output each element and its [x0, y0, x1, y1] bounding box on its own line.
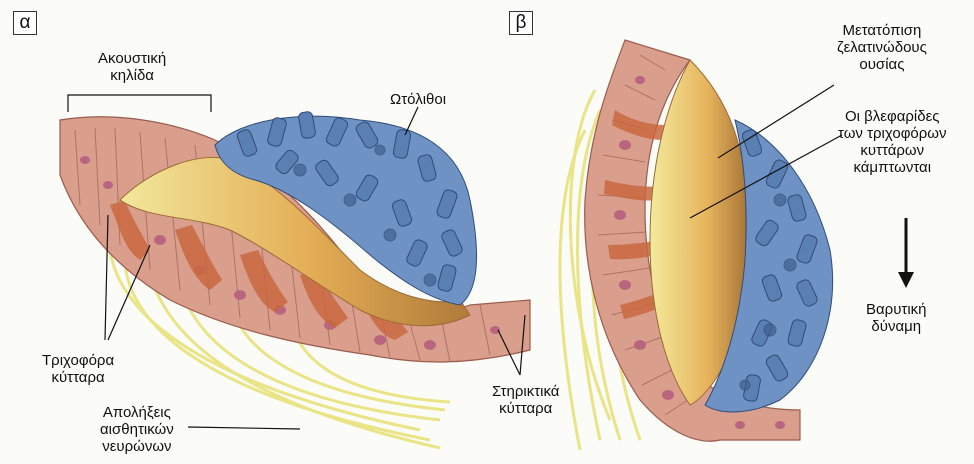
gel-shift-label: Μετατόπιση ζελατινώδους ουσίας [837, 22, 927, 73]
panel-a-label: α [13, 11, 37, 35]
supporting-cells-label: Στηρικτικά κύτταρα [492, 383, 559, 417]
gel-shift-label-line-3: ουσίας [837, 56, 927, 73]
nerve-leader [188, 427, 300, 429]
supporting-cells-label-line-1: Στηρικτικά [492, 383, 559, 400]
panel-a-illustration [60, 111, 530, 448]
gel-shift-label-line-1: Μετατόπιση [837, 22, 927, 39]
hair-cells-label: Τριχοφόρα κύτταρα [42, 352, 114, 386]
gravity-label-line-1: Βαρυτική [866, 301, 927, 318]
nerve-endings-label-line-1: Απολήξεις [100, 404, 174, 421]
cilia-bend-label-line-3: κυττάρων [838, 142, 947, 159]
gravity-label: Βαρυτική δύναμη [866, 301, 927, 335]
gravity-arrow [898, 218, 914, 288]
cilia-bend-label-line-4: κάμπτωνται [838, 159, 947, 176]
hair-cells-label-line-2: κύτταρα [42, 369, 114, 386]
cilia-bend-label-line-2: των τριχοφόρων [838, 125, 947, 142]
panel-b-label: β [509, 11, 533, 35]
panel-b-illustration [560, 40, 914, 450]
macula-label-line-1: Ακουστική [98, 50, 166, 67]
nerve-endings-label-line-3: νευρώνων [100, 438, 174, 455]
macula-label-line-2: κηλίδα [98, 67, 166, 84]
macula-label: Ακουστική κηλίδα [98, 50, 166, 84]
supporting-cells-label-line-2: κύτταρα [492, 400, 559, 417]
cilia-bend-label-line-1: Οι βλεφαρίδες [838, 108, 947, 125]
cilia-bend-label: Οι βλεφαρίδες των τριχοφόρων κυττάρων κά… [838, 108, 947, 176]
otoliths-label-text: Ωτόλιθοι [390, 91, 446, 108]
gravity-label-line-2: δύναμη [866, 318, 927, 335]
macula-bracket [68, 95, 211, 112]
hair-cells-label-line-1: Τριχοφόρα [42, 352, 114, 369]
gel-shift-label-line-2: ζελατινώδους [837, 39, 927, 56]
nerve-endings-label: Απολήξεις αισθητικών νευρώνων [100, 404, 174, 455]
nerve-endings-label-line-2: αισθητικών [100, 421, 174, 438]
otoliths-label: Ωτόλιθοι [390, 91, 446, 108]
